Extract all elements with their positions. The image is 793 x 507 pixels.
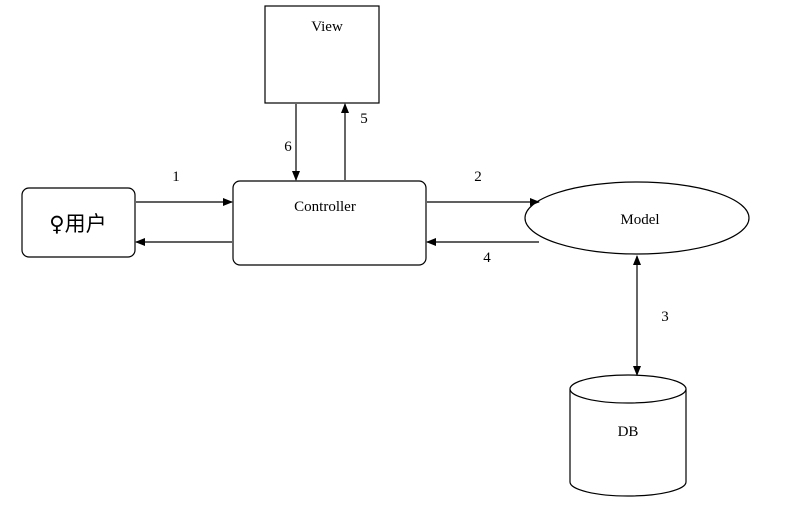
model-label: Model [620,212,659,228]
model-node: Model [524,181,750,255]
view-node: View [264,5,380,104]
controller-node: Controller [232,180,427,266]
edge-label-5: 5 [360,111,368,127]
controller-label: Controller [294,199,356,215]
user-label: ♀用户 [49,212,106,236]
view-label: View [311,19,343,35]
edge-label-4: 4 [483,250,491,266]
edge-label-6: 6 [284,139,292,155]
user-node: ♀用户 [21,187,136,258]
edge-label-1: 1 [172,169,180,185]
db-label: DB [618,424,639,440]
edge-label-3: 3 [661,309,669,325]
edge-label-2: 2 [474,169,482,185]
db-node: DB [569,374,687,497]
